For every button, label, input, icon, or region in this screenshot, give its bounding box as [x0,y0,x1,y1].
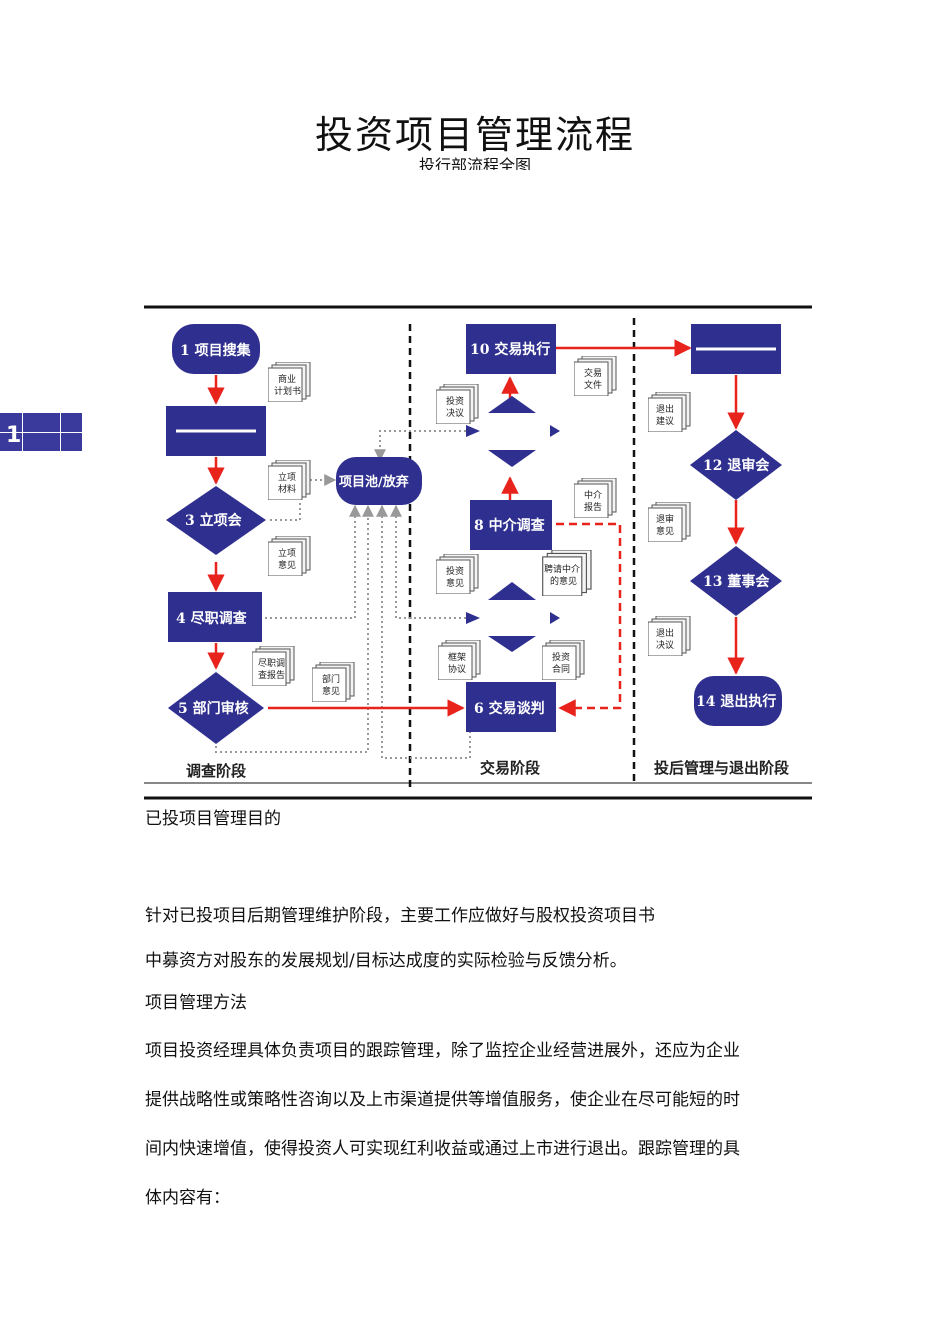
doc-department-opinion: 部门 意见 [312,662,355,702]
svg-text:商业: 商业 [278,373,296,385]
paragraph-1-line-2: 中募资方对股东的发展规划/目标达成度的实际检验与反馈分析。 [145,951,627,971]
pool-node-label: 项目池/放弃 [339,474,409,490]
doc-transaction-files: 交易 文件 [574,356,617,396]
svg-text:建议: 建议 [656,415,674,427]
doc-intermediary-report: 中介 报告 [574,478,617,518]
doc-project-material: 立项 材料 [268,460,311,500]
svg-text:聘请中介: 聘请中介 [544,563,580,575]
stage-label-exit: 投后管理与退出阶段 [654,759,789,777]
svg-text:交易: 交易 [584,367,602,379]
svg-text:的意见: 的意见 [550,575,577,587]
stage-label-survey: 调查阶段 [186,762,246,780]
node-14-label: 14 退出执行 [696,693,776,710]
paragraph-2-line-2: 提供战略性或策略性咨询以及上市渠道提供等增值服务，使企业在尽可能短的时 [145,1090,740,1110]
node-12-label: 12 退审会 [703,457,770,474]
svg-text:意见: 意见 [322,685,340,697]
doc-framework-agreement: 框架 协议 [438,640,481,680]
node-3-shape [166,486,266,555]
doc-investment-opinion: 投资 意见 [436,554,479,594]
doc-business-plan: 商业 计划书 [268,362,311,402]
doc-exit-resolution: 退出 决议 [648,616,691,656]
svg-text:部门: 部门 [322,673,340,685]
side-badge-label: 1 [6,423,22,448]
heading-purpose: 已投项目管理目的 [145,809,281,829]
svg-text:合同: 合同 [552,663,570,675]
svg-text:立项: 立项 [278,547,296,559]
node-13-label: 13 董事会 [703,573,770,590]
node-14-shape [694,676,782,726]
svg-text:意见: 意见 [446,577,464,589]
node-13-shape [690,546,782,616]
svg-text:材料: 材料 [278,483,296,495]
svg-text:文件: 文件 [584,379,602,391]
svg-text:投资: 投资 [552,651,570,663]
paragraph-2-line-1: 项目投资经理具体负责项目的跟踪管理，除了监控企业经营进展外，还应为企业 [145,1041,740,1061]
doc-exit-proposal: 退出 建议 [648,392,691,432]
svg-text:意见: 意见 [656,525,674,537]
svg-text:退出: 退出 [656,403,674,415]
paragraph-1-line-1: 针对已投项目后期管理维护阶段，主要工作应做好与股权投资项目书 [145,906,655,926]
node-8-shape [470,500,552,550]
svg-text:立项: 立项 [278,471,296,483]
paragraph-2-line-4: 体内容有： [145,1188,230,1208]
node-3-label: 3 立项会 [185,512,243,529]
pool-node-shape [336,457,422,505]
node-12-shape [690,430,782,500]
doc-project-opinion: 立项 意见 [268,536,311,576]
node-4-label: 4 尽职调查 [176,610,248,627]
svg-text:决议: 决议 [446,407,464,419]
doc-exit-review-opinion: 退审 意见 [648,502,691,542]
side-badge: 1 [0,413,82,451]
svg-text:投资: 投资 [446,395,464,407]
node-6-label: 6 交易谈判 [474,700,545,717]
node-6-shape [466,682,556,732]
node-4-shape [168,592,262,642]
heading-method: 项目管理方法 [145,993,247,1013]
node-5-label: 5 部门审核 [178,700,249,717]
node-10-label: 10 交易执行 [470,341,550,358]
svg-text:尽职调: 尽职调 [258,658,285,669]
svg-text:计划书: 计划书 [274,385,301,397]
doc-intermediary-opinion: 聘请中介 的意见 [541,550,592,596]
svg-text:报告: 报告 [584,501,602,513]
doc-investment-resolution: 投资 决议 [436,384,479,424]
svg-text:决议: 决议 [656,639,674,651]
process-flowchart: 1 项目搜集 3 立项会 4 尽职调查 5 部门审核 6 交易谈判 8 中介调查… [144,305,812,800]
stage-label-trade: 交易阶段 [480,759,540,777]
paragraph-2-line-3: 间内快速增值，使得投资人可实现红利收益或通过上市进行退出。跟踪管理的具 [145,1139,740,1159]
node-1-label: 1 项目搜集 [180,342,252,359]
svg-text:框架: 框架 [448,651,466,663]
svg-text:投资: 投资 [446,565,464,577]
svg-text:意见: 意见 [278,559,296,571]
svg-text:中介: 中介 [584,489,602,501]
svg-text:查报告: 查报告 [258,669,285,681]
svg-text:协议: 协议 [448,663,466,675]
node-1-shape [172,324,260,374]
page-title: 投资项目管理流程 [314,113,635,157]
page-subtitle: 投行部流程全图 [418,156,531,170]
node-10-shape [466,324,556,374]
svg-text:退出: 退出 [656,627,674,639]
doc-due-diligence-report: 尽职调 查报告 [252,646,295,686]
node-5-shape [168,672,264,744]
svg-text:退审: 退审 [656,513,674,525]
node-8-label: 8 中介调查 [474,517,546,534]
doc-investment-contract: 投资 合同 [542,640,585,680]
